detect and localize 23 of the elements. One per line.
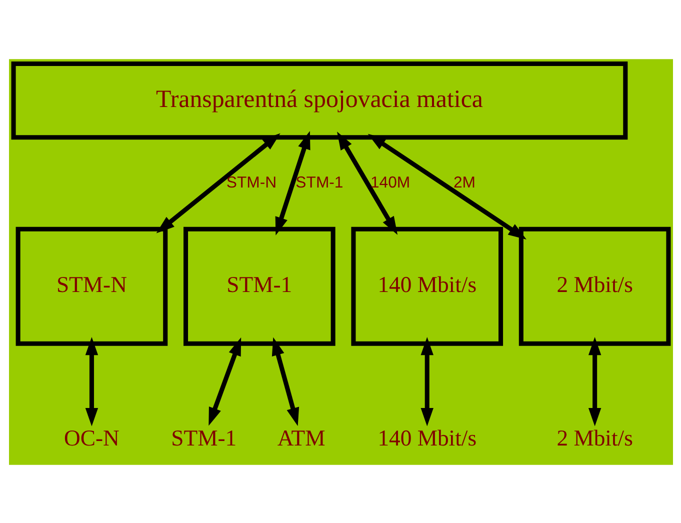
arrow — [156, 132, 280, 233]
node-box: Transparentná spojovacia matica — [10, 60, 628, 140]
arrow — [336, 131, 398, 234]
node-text: 2 Mbit/s — [556, 425, 632, 450]
arrow — [588, 336, 601, 426]
edge-label: STM-N — [226, 174, 276, 191]
node-text: 140 Mbit/s — [377, 425, 476, 450]
node-text: OC-N — [64, 425, 119, 450]
node-box: STM-1 — [183, 226, 335, 346]
node-box: 2 Mbit/s — [518, 226, 670, 346]
edge-label: STM-1 — [295, 174, 343, 191]
node-box: 140 Mbit/s — [350, 226, 503, 346]
edge-label: 2M — [452, 174, 476, 191]
arrow — [84, 336, 98, 426]
arrow — [208, 336, 241, 426]
node-box: STM-N — [15, 226, 168, 346]
arrow — [367, 133, 526, 239]
node-text: ATM — [276, 425, 325, 450]
arrow — [274, 130, 310, 235]
arrow — [420, 336, 433, 426]
edge-label: 140M — [370, 174, 410, 191]
arrow — [271, 336, 299, 426]
node-text: STM-1 — [170, 425, 236, 450]
